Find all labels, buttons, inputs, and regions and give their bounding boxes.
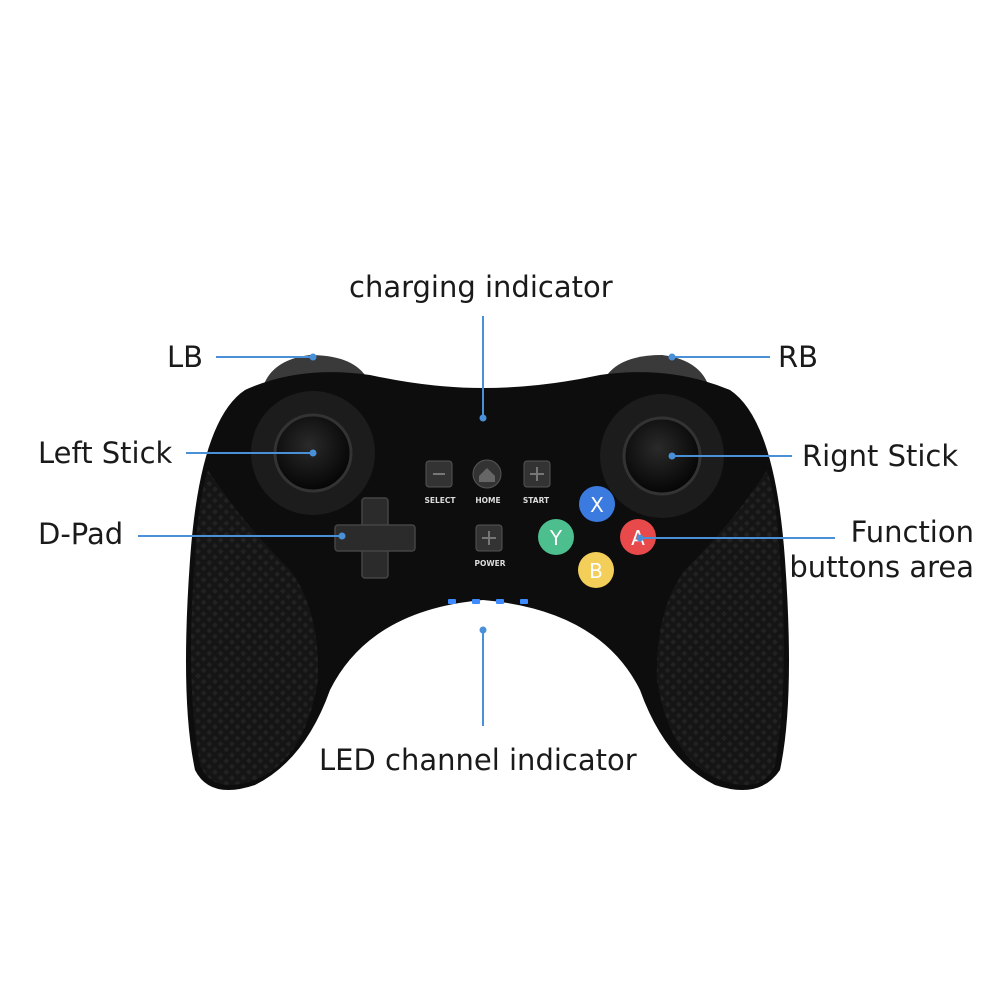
- start-label: START: [523, 496, 550, 505]
- label-charging-indicator: charging indicator: [349, 270, 613, 304]
- button-x: [579, 486, 615, 522]
- power-label: POWER: [474, 559, 505, 568]
- dpad: [334, 497, 416, 579]
- select-label: SELECT: [424, 496, 456, 505]
- led-3: [496, 599, 504, 604]
- callout-lines: [138, 316, 835, 726]
- led-1: [448, 599, 456, 604]
- label-right-stick: Rignt Stick: [802, 439, 959, 473]
- led-indicators: [448, 599, 528, 604]
- button-b: [578, 552, 614, 588]
- led-2: [472, 599, 480, 604]
- label-function-line1: Function: [850, 515, 974, 549]
- home-icon: [479, 468, 495, 482]
- label-left-stick: Left Stick: [38, 436, 173, 470]
- led-4: [520, 599, 528, 604]
- label-rb: RB: [778, 340, 819, 374]
- label-dpad: D-Pad: [38, 517, 124, 551]
- home-label: HOME: [475, 496, 500, 505]
- button-y-label: Y: [549, 526, 563, 550]
- button-b-label: B: [589, 559, 603, 583]
- left-grip: [191, 470, 319, 785]
- button-x-label: X: [590, 493, 604, 517]
- label-led-channel: LED channel indicator: [319, 743, 637, 777]
- label-function-line2: buttons area: [789, 550, 974, 584]
- label-lb: LB: [167, 340, 204, 374]
- button-y: [538, 519, 574, 555]
- right-grip: [656, 470, 784, 785]
